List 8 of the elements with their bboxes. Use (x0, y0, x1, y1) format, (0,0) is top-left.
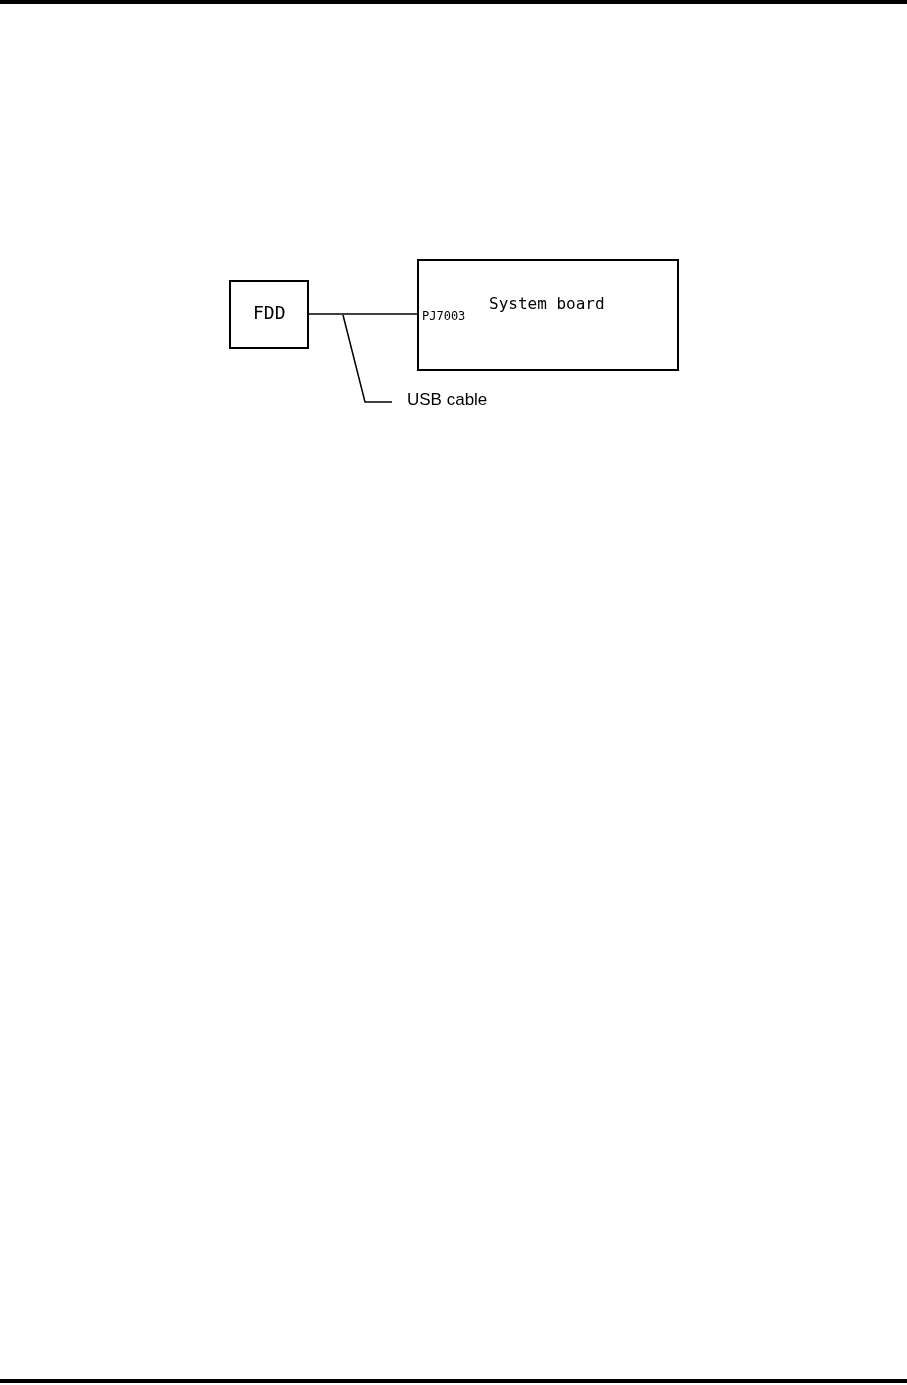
box-label: System board (489, 294, 605, 313)
box-label: FDD (253, 302, 286, 323)
leader-line (342, 314, 393, 403)
connector-label: PJ7003 (422, 309, 466, 323)
cable-line (308, 313, 418, 315)
board-box (417, 259, 679, 371)
callout-label: USB cable (407, 390, 489, 410)
device-box (229, 280, 309, 349)
